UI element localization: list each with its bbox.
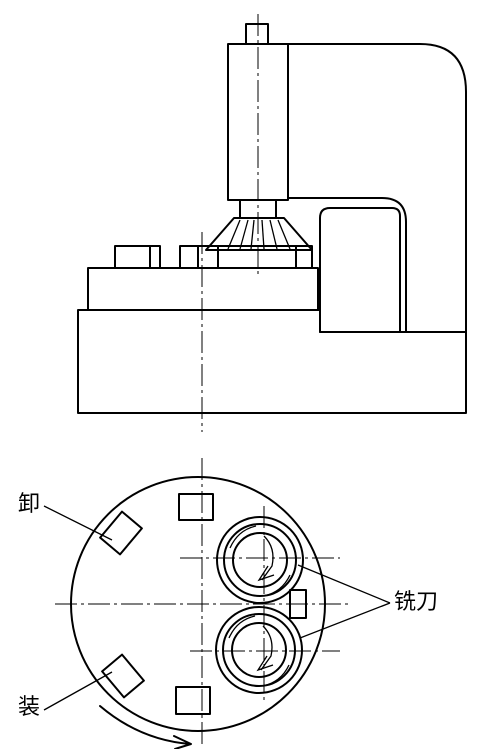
label-cutter: 铣刀 <box>394 590 439 615</box>
label-load: 装 <box>18 695 41 720</box>
face-mill-cutter <box>205 217 313 251</box>
workpiece-right <box>179 245 313 269</box>
workpiece-left <box>114 245 161 269</box>
cutter-leader-lower <box>299 602 391 639</box>
unload-leader <box>43 505 113 541</box>
spindle-cap <box>245 23 269 45</box>
front-view <box>77 14 467 432</box>
fixture-block-bottom <box>175 686 211 715</box>
rotary-table <box>87 267 319 311</box>
cutter-upper <box>216 516 304 604</box>
load-leader <box>43 671 113 711</box>
label-unload: 卸 <box>18 492 41 517</box>
fixture-block-load <box>101 653 145 699</box>
machine-column <box>287 43 467 333</box>
cutter-leader-upper <box>297 564 391 604</box>
fixture-block-unload <box>99 510 143 556</box>
fixture-block-right <box>289 589 307 619</box>
fixture-block-top <box>178 493 214 521</box>
rotation-arrow <box>99 705 191 745</box>
cutter-lower <box>215 606 303 694</box>
machine-base <box>77 309 467 414</box>
top-view <box>43 458 391 749</box>
